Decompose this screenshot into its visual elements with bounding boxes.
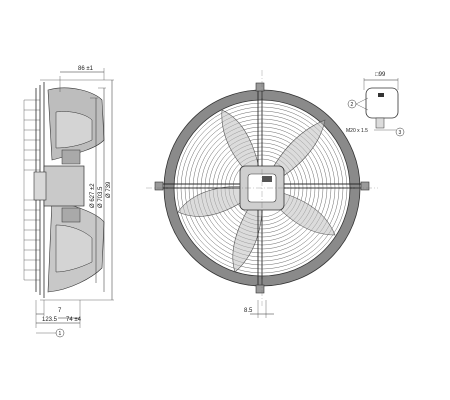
terminal-box: [365, 87, 399, 119]
dim-depth-86: 86 ±1: [78, 66, 94, 72]
callout-3-circle: [395, 127, 405, 137]
side-view: Ø 627 ±2 Ø 703.5 Ø 739 86 ±1 7 123.5 74 …: [23, 66, 114, 338]
dim-7: 7: [58, 308, 62, 314]
dim-dia-739: Ø 739: [106, 181, 112, 198]
dim-123-5: 123.5: [42, 317, 58, 323]
side-guard-grid: [23, 99, 40, 281]
dim-99-square: □99: [375, 72, 386, 78]
dim-dia-703: Ø 703.5: [98, 186, 104, 208]
dim-74: 74 ±4: [66, 317, 82, 323]
front-view: 8.5: [146, 70, 378, 318]
terminal-box-detail: □99 2 M20 x 1.5 3: [346, 72, 405, 137]
cable-gland: [375, 117, 385, 129]
callout-3-label: 3: [399, 130, 402, 136]
callout-1-circle: [55, 328, 65, 338]
cable-gland-label: M20 x 1.5: [346, 128, 368, 134]
side-motor: [43, 165, 85, 207]
callout-1-label: 1: [59, 331, 62, 337]
callout-2-label: 2: [351, 102, 354, 108]
dim-8-5: 8.5: [244, 308, 253, 314]
dim-dia-627: Ø 627 ±2: [90, 183, 96, 208]
mounting-feet: [154, 82, 370, 294]
